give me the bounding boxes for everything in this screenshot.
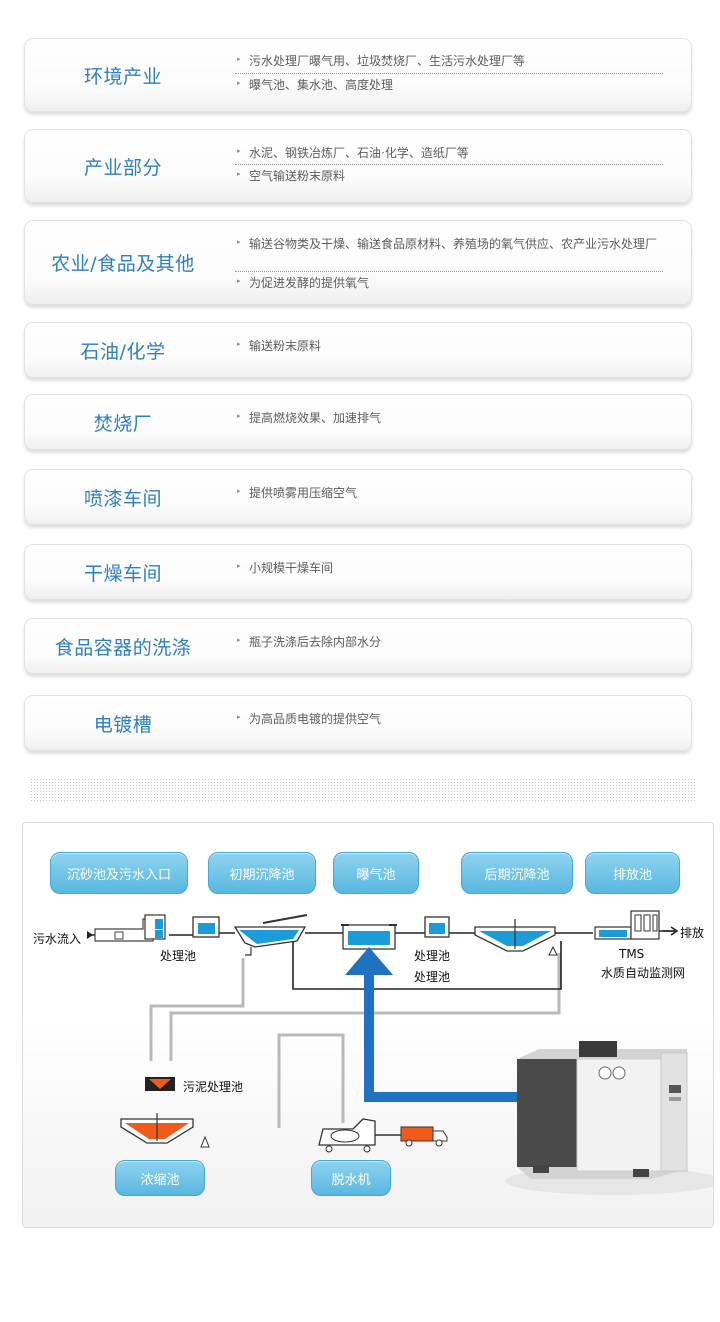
- thickener-icon: [120, 1113, 210, 1148]
- tms-description-label: 水质自动监测网: [601, 966, 686, 980]
- process-flow-graphic: [87, 910, 713, 1195]
- stage-grit-chamber: 沉砂池及污水入口: [50, 852, 188, 894]
- category-title: 农业/食品及其他: [51, 253, 195, 275]
- main-process-pipe: [169, 930, 675, 936]
- truck-icon: [400, 1126, 448, 1147]
- grit-chamber-icon: [94, 914, 166, 942]
- treatment-tank-icon: [424, 916, 450, 938]
- category-item: 水泥、钢铁冶炼厂、石油·化学、造纸厂等: [235, 144, 663, 161]
- process-diagram: 沉砂池及污水入口 初期沉降池 曝气池 后期沉降池 排放池: [22, 822, 714, 1228]
- category-item: 为高品质电镀的提供空气: [235, 710, 663, 727]
- category-card: 农业/食品及其他 输送谷物类及干燥、输送食品原材料、养殖场的氧气供应、农产业污水…: [24, 220, 692, 305]
- tms-label: TMS: [619, 947, 645, 961]
- treatment-label-1: 处理池: [160, 949, 197, 963]
- dotted-divider: [235, 73, 663, 74]
- air-supply-line: [364, 971, 517, 1102]
- category-item: 小规模干燥车间: [235, 559, 663, 576]
- stage-primary-clarifier: 初期沉降池: [208, 852, 316, 894]
- secondary-clarifier-icon: [474, 919, 558, 956]
- treatment-label-3: 处理池: [414, 970, 451, 984]
- sludge-tank-label: 污泥处理池: [183, 1080, 244, 1094]
- category-title: 喷漆车间: [83, 487, 162, 510]
- category-title: 产业部分: [83, 156, 162, 179]
- category-title: 食品容器的洗涤: [54, 636, 192, 659]
- category-item: 污水处理厂曝气用、垃圾焚烧厂、生活污水处理厂等: [235, 52, 663, 69]
- category-item: 为促进发酵的提供氧气: [235, 274, 663, 291]
- category-title: 焚烧厂: [93, 412, 153, 435]
- dotted-divider: [235, 164, 663, 165]
- category-card: 食品容器的洗涤 瓶子洗涤后去除内部水分: [24, 618, 692, 674]
- treatment-label-2: 处理池: [414, 949, 451, 963]
- primary-clarifier-icon: [233, 914, 308, 956]
- category-title: 石油/化学: [80, 340, 166, 363]
- tms-monitor-icon: [594, 910, 660, 940]
- discharge-arrow: [663, 926, 679, 936]
- category-item: 瓶子洗涤后去除内部水分: [235, 633, 663, 650]
- aeration-tank-icon: [341, 924, 397, 950]
- category-item: 提高燃烧效果、加速排气: [235, 409, 663, 426]
- stage-secondary-clarifier: 后期沉降池: [461, 852, 573, 894]
- category-card: 环境产业 污水处理厂曝气用、垃圾焚烧厂、生活污水处理厂等 曝气池、集水池、高度处…: [24, 38, 692, 112]
- category-item: 空气输送粉末原料: [235, 167, 663, 184]
- dotted-separator-band: [30, 778, 696, 802]
- stage-aeration-tank: 曝气池: [333, 852, 419, 894]
- sludge-tank-icon: [145, 1077, 175, 1091]
- category-title: 环境产业: [83, 65, 162, 88]
- air-arrowhead: [345, 947, 393, 975]
- treatment-tank-icon: [192, 916, 220, 938]
- category-card: 干燥车间 小规模干燥车间: [24, 544, 692, 600]
- return-pipe: [292, 941, 562, 990]
- category-card: 石油/化学 输送粉末原料: [24, 322, 692, 378]
- category-title: 干燥车间: [83, 562, 162, 585]
- discharge-label: 排放: [680, 926, 705, 940]
- category-card: 焚烧厂 提高燃烧效果、加速排气: [24, 394, 692, 450]
- category-card: 电镀槽 为高品质电镀的提供空气: [24, 695, 692, 751]
- dewatering-machine-icon: [318, 1118, 401, 1153]
- category-card: 产业部分 水泥、钢铁冶炼厂、石油·化学、造纸厂等 空气输送粉末原料: [24, 129, 692, 203]
- category-item: 输送粉末原料: [235, 337, 663, 354]
- stage-thickener: 浓缩池: [115, 1160, 205, 1196]
- blower-unit-icon: [505, 1041, 713, 1195]
- dotted-divider: [235, 271, 663, 272]
- inflow-arrowhead: [87, 931, 93, 939]
- category-title: 电镀槽: [93, 713, 153, 736]
- inflow-label: 污水流入: [33, 932, 82, 946]
- stage-dewatering: 脱水机: [311, 1160, 391, 1196]
- sludge-line-primary: [149, 958, 245, 1061]
- dewatering-line: [277, 1033, 345, 1128]
- category-card: 喷漆车间 提供喷雾用压缩空气: [24, 469, 692, 525]
- category-item: 输送谷物类及干燥、输送食品原材料、养殖场的氧气供应、农产业污水处理厂: [235, 235, 663, 252]
- category-item: 提供喷雾用压缩空气: [235, 484, 663, 501]
- stage-discharge-tank: 排放池: [585, 852, 680, 894]
- category-item: 曝气池、集水池、高度处理: [235, 76, 663, 93]
